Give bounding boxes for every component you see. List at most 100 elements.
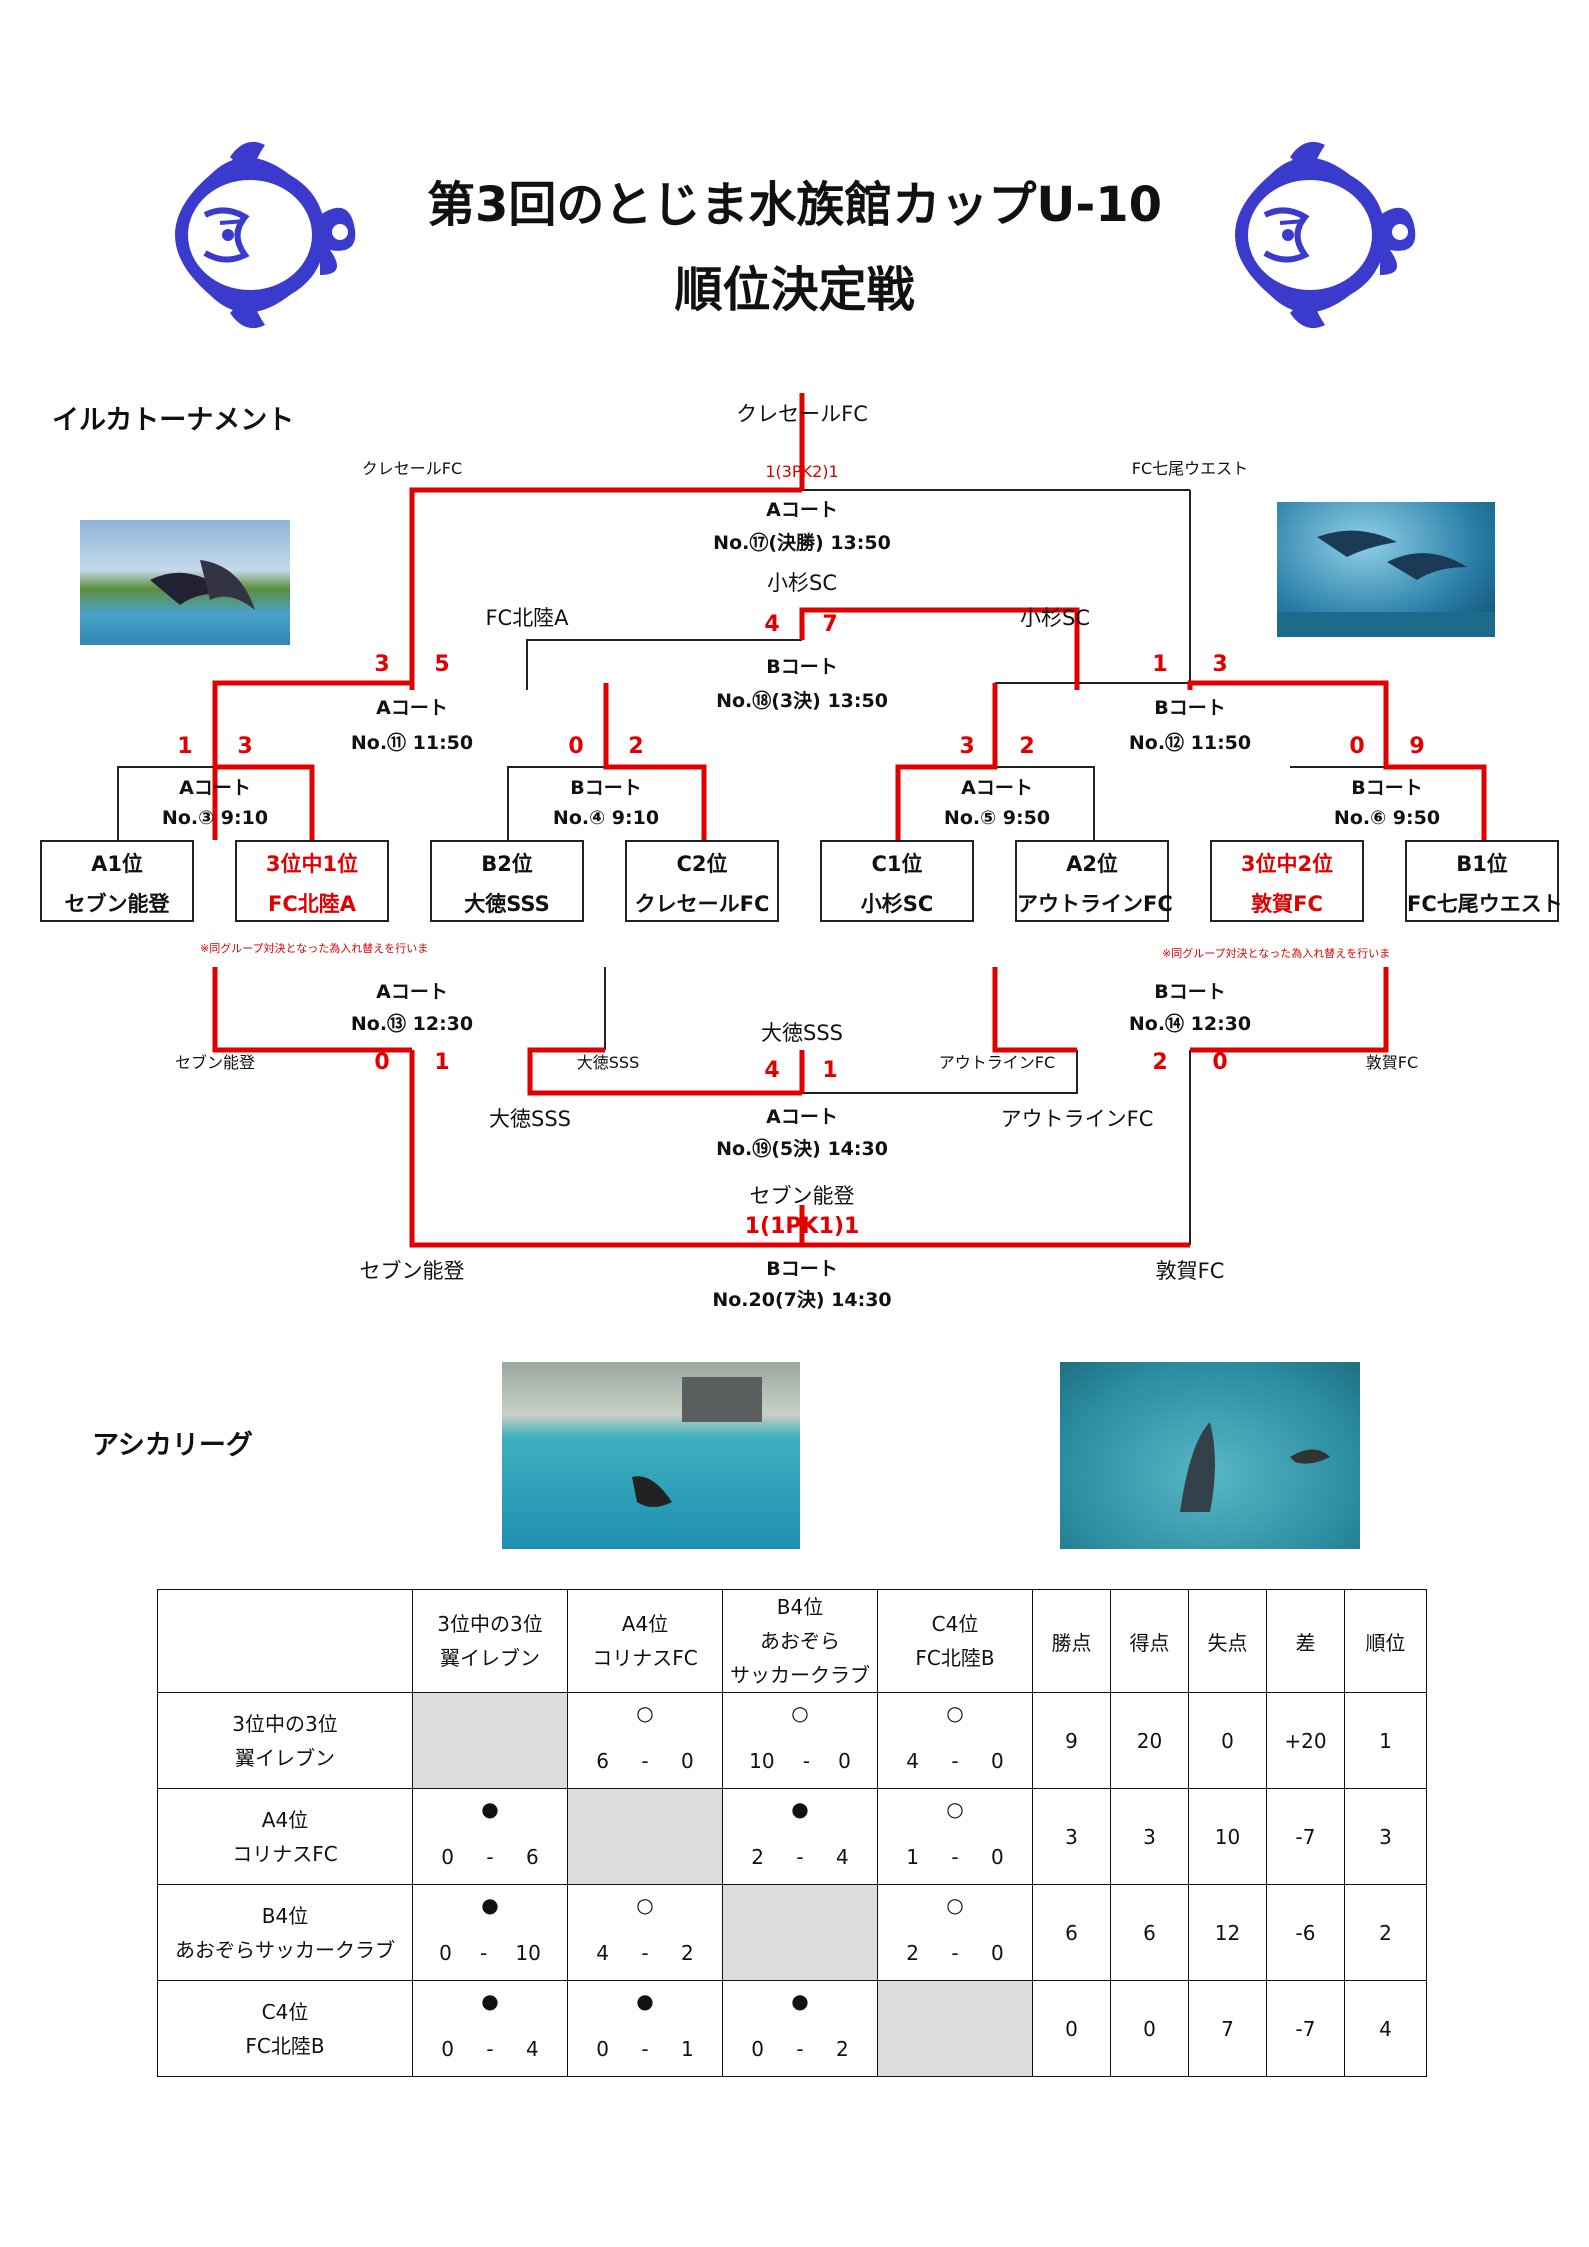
score-against: 4: [836, 1845, 849, 1869]
score-for: 0: [439, 1941, 452, 1965]
result-mark: ●: [481, 1989, 499, 2013]
row-team: FC北陸B: [245, 2033, 325, 2058]
row-team: 翼イレブン: [235, 1745, 335, 1770]
match-result-cell: ○6-0: [567, 1692, 723, 1789]
self-match-cell: [877, 1980, 1033, 2077]
semi2-match-no: No.⑫ 11:50: [1128, 732, 1252, 754]
row-team: コリナスFC: [232, 1841, 338, 1866]
c1-court: Aコート: [376, 981, 448, 1003]
col-header-seed: A4位: [621, 1612, 669, 1636]
c1-match-no: No.⑬ 12:30: [350, 1013, 474, 1035]
row-seed: 3位中の3位: [232, 1711, 338, 1736]
third-score-left: 4: [764, 612, 780, 637]
q2-court: Bコート: [570, 777, 642, 799]
q4-score-right: 9: [1409, 734, 1425, 759]
score-dash: -: [951, 1845, 959, 1869]
fifth-right-team: アウトラインFC: [1000, 1107, 1154, 1131]
self-match-cell: [412, 1692, 568, 1789]
third-left-team: FC北陸A: [485, 606, 569, 630]
semi2-score-right: 3: [1212, 652, 1228, 677]
col-header-seed: B4位: [776, 1595, 824, 1619]
match-result-cell: ●2-4: [722, 1788, 878, 1885]
seventh-right-team: 敦賀FC: [1155, 1259, 1225, 1283]
sea-lion-photo-1: [502, 1362, 800, 1549]
score-for: 4: [596, 1941, 609, 1965]
score-for: 2: [906, 1941, 919, 1965]
stat-goals-for: 3: [1110, 1788, 1189, 1885]
team-seed: C1位: [871, 852, 923, 876]
row-seed: C4位: [261, 1999, 309, 2024]
league-header-row: 3位中の3位翼イレブン A4位コリナスFC B4位あおぞらサッカークラブ C4位…: [157, 1589, 1427, 1693]
semi1-score-right: 5: [434, 652, 450, 677]
score-dash: -: [486, 2037, 494, 2061]
c2-score-left: 2: [1152, 1050, 1168, 1075]
col-header-team: FC北陸B: [915, 1646, 995, 1670]
col-header-team: コリナスFC: [592, 1646, 698, 1670]
final-score: 1(3PK2)1: [765, 462, 839, 481]
team-box: C2位クレセールFC: [625, 840, 779, 922]
row-team: あおぞらサッカークラブ: [175, 1937, 395, 1962]
score-for: 2: [751, 1845, 764, 1869]
final-match-no: No.⑰(決勝) 13:50: [713, 532, 891, 554]
third-right-team: 小杉SC: [1020, 606, 1090, 630]
score-against: 0: [681, 1749, 694, 1773]
team-seed: C2位: [676, 852, 728, 876]
team-name: アウトラインFC: [1017, 892, 1173, 916]
q2-score-left: 0: [568, 734, 584, 759]
match-result-cell: ●0-2: [722, 1980, 878, 2077]
q1-score-right: 3: [237, 734, 253, 759]
team-box: 3位中2位敦賀FC: [1210, 840, 1364, 922]
stat-goals-for: 6: [1110, 1884, 1189, 1981]
semi1-court: Aコート: [376, 697, 448, 719]
dolphin-pool-photo: [1060, 1362, 1360, 1549]
result-mark: ○: [636, 1893, 654, 1917]
team-seed: A2位: [1066, 852, 1118, 876]
stat-goals-against: 0: [1188, 1692, 1267, 1789]
fifth-match-no: No.⑲(5決) 14:30: [716, 1138, 888, 1160]
score-dash: -: [480, 1941, 488, 1965]
score-against: 0: [991, 1845, 1004, 1869]
fifth-score-left: 4: [764, 1058, 780, 1083]
score-for: 0: [441, 1845, 454, 1869]
team-name: セブン能登: [64, 892, 170, 916]
third-court: Bコート: [766, 656, 838, 678]
stat-header-goals-against: 失点: [1188, 1589, 1267, 1693]
fifth-winner: 大徳SSS: [761, 1021, 843, 1045]
self-match-cell: [567, 1788, 723, 1885]
stat-diff: -7: [1266, 1788, 1345, 1885]
stat-rank: 4: [1344, 1980, 1427, 2077]
final-left-team: クレセールFC: [361, 459, 463, 478]
result-mark: ●: [481, 1893, 499, 1917]
stat-header-goals-for: 得点: [1110, 1589, 1189, 1693]
third-winner: 小杉SC: [767, 571, 837, 595]
c2-right-team: 敦賀FC: [1365, 1053, 1419, 1072]
stat-rank: 1: [1344, 1692, 1427, 1789]
self-match-cell: [722, 1884, 878, 1981]
fifth-court: Aコート: [766, 1106, 838, 1128]
corner-cell: [157, 1589, 413, 1693]
league-table: 3位中の3位翼イレブン A4位コリナスFC B4位あおぞらサッカークラブ C4位…: [157, 1589, 1427, 2077]
final-court: Aコート: [766, 499, 838, 521]
team-seed: A1位: [91, 852, 143, 876]
q4-court: Bコート: [1351, 777, 1423, 799]
stat-points: 0: [1032, 1980, 1111, 2077]
team-box: A1位セブン能登: [40, 840, 194, 922]
seventh-score: 1(1PK1)1: [744, 1214, 860, 1239]
q1-score-left: 1: [177, 734, 193, 759]
c1-left-team: セブン能登: [174, 1053, 256, 1072]
match-result-cell: ○4-0: [877, 1692, 1033, 1789]
row-header: A4位コリナスFC: [157, 1788, 413, 1885]
q3-score-left: 3: [959, 734, 975, 759]
q1-match-no: No.③ 9:10: [161, 807, 269, 829]
col-header-team-line2: サッカークラブ: [730, 1663, 870, 1687]
semi2-court: Bコート: [1154, 697, 1226, 719]
final-right-team: FC七尾ウエスト: [1131, 459, 1249, 478]
score-dash: -: [951, 1749, 959, 1773]
row-header: B4位あおぞらサッカークラブ: [157, 1884, 413, 1981]
q3-score-right: 2: [1019, 734, 1035, 759]
match-result-cell: ●0-4: [412, 1980, 568, 2077]
stat-goals-against: 12: [1188, 1884, 1267, 1981]
result-mark: ●: [791, 1797, 809, 1821]
